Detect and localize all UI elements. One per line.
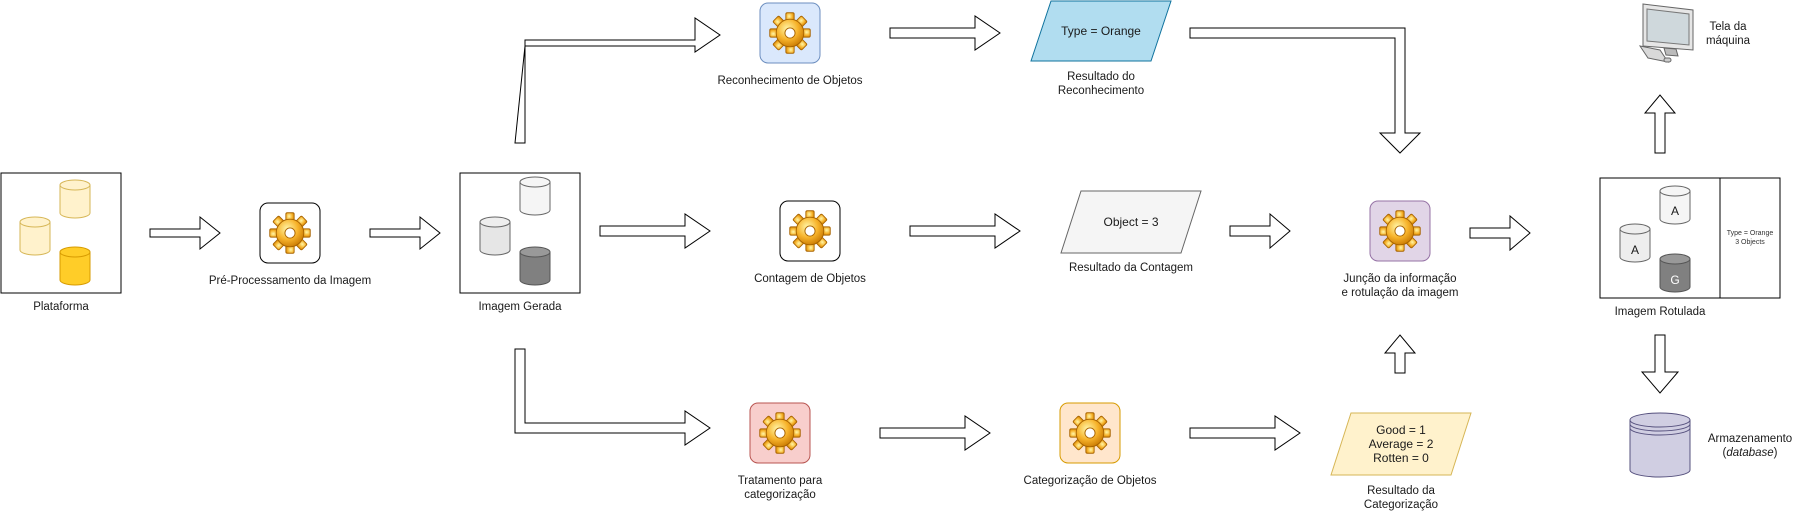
plataforma-node: Plataforma	[0, 172, 122, 313]
imagem-rotulada-node: A A G Type = Orange 3 Objects Imagem Rot…	[1599, 177, 1781, 318]
resultado-reconhecimento-parallelogram	[1030, 0, 1172, 62]
arrow-elbow-down-right-icon	[514, 348, 711, 446]
contagem-node: Contagem de Objetos	[754, 200, 866, 285]
imagem-rotulada-note-line1: Type = Orange	[1727, 230, 1774, 237]
gray-cylinder-icon: A	[1659, 185, 1691, 225]
contagem-label: Contagem de Objetos	[754, 273, 866, 285]
resultado-contagem-label: Resultado da Contagem	[1069, 262, 1193, 274]
arrow-right-icon	[1229, 212, 1291, 250]
resultado-categorizacao-label-line2: Categorização	[1364, 499, 1438, 511]
categorizacao-label: Categorização de Objetos	[1024, 475, 1157, 487]
database-icon	[1629, 412, 1691, 478]
resultado-categorizacao-text-line1: Good = 1	[1376, 423, 1426, 437]
resultado-categorizacao-text-line3: Rotten = 0	[1373, 451, 1429, 465]
gray-cylinder-icon	[479, 216, 511, 256]
reconhecimento-node: Reconhecimento de Objetos	[717, 2, 863, 87]
arrow-right-icon	[1189, 415, 1301, 451]
arrow-right-icon	[909, 213, 1021, 249]
arrow-up-icon	[1643, 94, 1677, 154]
yellow-cylinder-icon	[59, 179, 91, 219]
categorizacao-node: Categorização de Objetos	[1024, 402, 1157, 487]
juncao-label-line2: e rotulação da imagem	[1342, 287, 1459, 299]
resultado-categorizacao-text-line2: Average = 2	[1369, 437, 1434, 451]
armazenamento-label-line1: Armazenamento	[1708, 433, 1792, 445]
gear-icon	[1379, 210, 1421, 252]
arrow-up-icon	[1383, 334, 1417, 374]
resultado-reconhecimento-label-line2: Reconhecimento	[1058, 85, 1144, 97]
yellow-cylinder-icon	[19, 216, 51, 256]
imagem-rotulada-label: Imagem Rotulada	[1615, 306, 1706, 318]
orange-cylinder-icon	[59, 246, 91, 286]
arrow-elbow-up-right-icon	[514, 17, 721, 144]
gear-icon	[789, 210, 831, 252]
juncao-label-line1: Junção da informação	[1343, 273, 1456, 285]
plataforma-label: Plataforma	[33, 301, 89, 313]
tratamento-node: Tratamento para categorização	[738, 402, 823, 501]
resultado-reconhecimento-node: Type = Orange Resultado do Reconheciment…	[1030, 0, 1172, 97]
imagem-rotulada-note-box	[1719, 177, 1781, 299]
gear-icon	[769, 12, 811, 54]
dark-cylinder-icon: G	[1659, 253, 1691, 293]
resultado-contagem-parallelogram	[1060, 190, 1202, 254]
resultado-categorizacao-parallelogram	[1330, 412, 1472, 476]
resultado-categorizacao-node: Good = 1 Average = 2 Rotten = 0 Resultad…	[1330, 412, 1472, 511]
resultado-contagem-node: Object = 3 Resultado da Contagem	[1060, 190, 1202, 274]
resultado-reconhecimento-text: Type = Orange	[1061, 24, 1141, 38]
juncao-node: Junção da informação e rotulação da imag…	[1342, 200, 1459, 299]
cylinder-label-g: G	[1670, 273, 1679, 287]
tela-node: Tela da máquina	[1638, 3, 1751, 63]
tratamento-label-line1: Tratamento para	[738, 475, 823, 487]
reconhecimento-label: Reconhecimento de Objetos	[717, 75, 862, 87]
imagem-rotulada-note-line2: 3 Objects	[1735, 239, 1765, 246]
gear-icon	[759, 412, 801, 454]
resultado-categorizacao-label-line1: Resultado da	[1367, 485, 1435, 497]
tela-label-line2: máquina	[1706, 35, 1751, 47]
arrow-right-icon	[879, 415, 991, 451]
resultado-reconhecimento-label-line1: Resultado do	[1067, 71, 1135, 83]
tratamento-label-line2: categorização	[744, 489, 816, 501]
arrow-right-icon	[149, 215, 221, 251]
gear-icon	[269, 212, 311, 254]
imagem-gerada-label: Imagem Gerada	[478, 301, 562, 313]
gray-cylinder-icon: A	[1619, 223, 1651, 263]
preproc-node: Pré-Processamento da Imagem	[209, 202, 371, 287]
tela-label-line1: Tela da	[1709, 21, 1747, 33]
gear-icon	[1069, 412, 1111, 454]
dark-cylinder-icon	[519, 246, 551, 286]
armazenamento-node: Armazenamento (database)	[1629, 412, 1792, 478]
arrow-right-icon	[369, 215, 441, 251]
imagem-gerada-node: Imagem Gerada	[459, 172, 581, 313]
arrow-down-icon	[1640, 334, 1680, 394]
cylinder-label-a: A	[1631, 243, 1639, 257]
arrow-right-icon	[599, 213, 711, 249]
arrow-right-icon	[1469, 214, 1531, 252]
monitor-icon	[1638, 3, 1694, 63]
gray-cylinder-icon	[519, 176, 551, 216]
arrow-right-icon	[889, 15, 1001, 51]
preproc-label: Pré-Processamento da Imagem	[209, 275, 371, 287]
armazenamento-label-line2: (database)	[1722, 447, 1777, 459]
arrow-elbow-right-down-icon	[1189, 27, 1422, 154]
resultado-contagem-text: Object = 3	[1103, 215, 1158, 229]
cylinder-label-a: A	[1671, 204, 1679, 218]
